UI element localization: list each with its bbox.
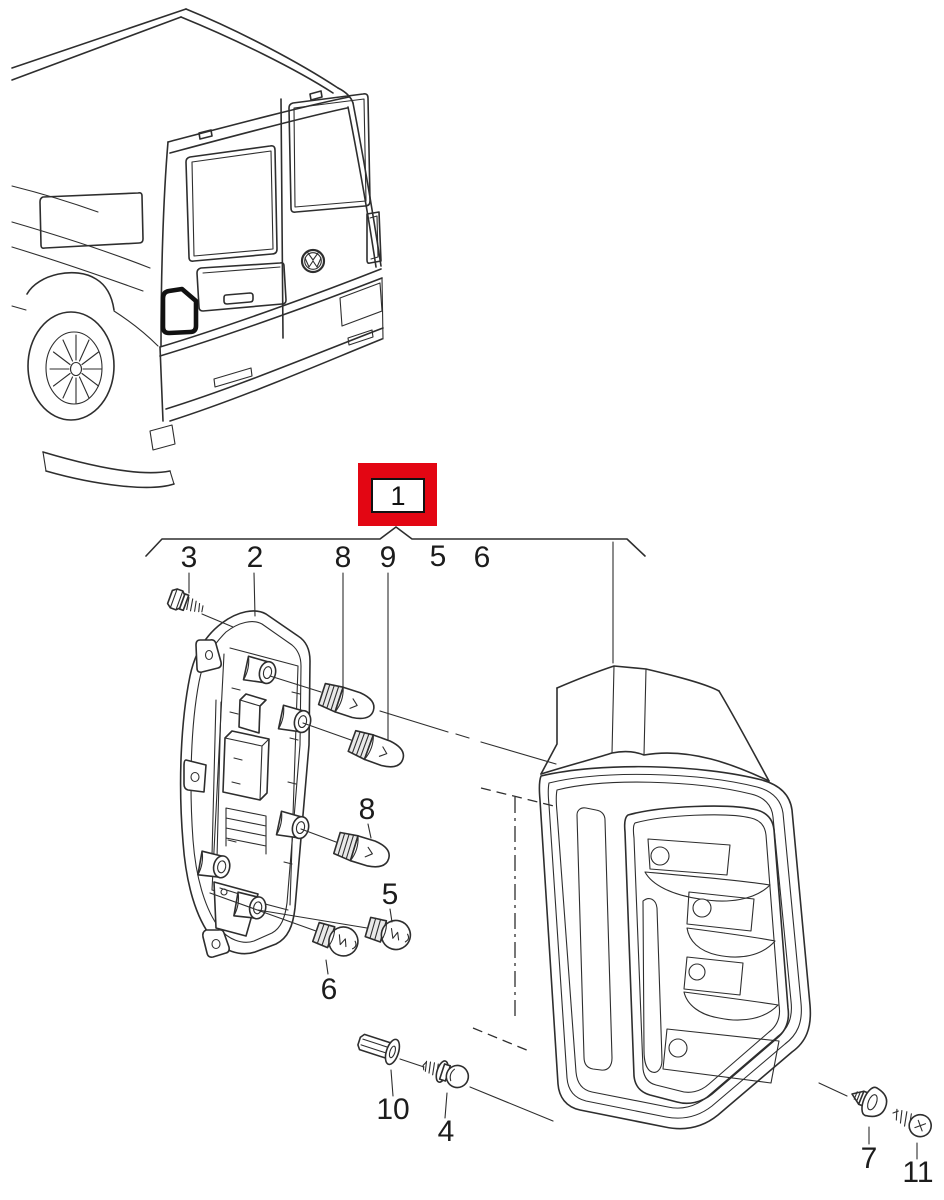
fastener-tapping-screw-11 — [892, 1108, 932, 1160]
left-door-window — [185, 145, 278, 262]
fastener-expanding-nut-10 — [357, 1033, 425, 1068]
bulb-axis-lines — [209, 675, 557, 932]
callout-9[interactable]: 9 — [380, 541, 397, 574]
van-rear-illustration — [11, 8, 384, 489]
bulb-ball-5 — [363, 912, 415, 954]
fastener-screw-3 — [166, 588, 234, 628]
callout-tapping-screw[interactable]: 11 — [902, 1156, 933, 1189]
callout-8[interactable]: 8 — [335, 541, 352, 574]
van-rear-wheel — [27, 311, 115, 421]
bulb-ball-6 — [310, 917, 363, 961]
callout-6[interactable]: 6 — [474, 541, 491, 574]
fastener-grommet-7 — [818, 1082, 888, 1145]
vw-logo-icon — [300, 248, 326, 274]
callout-bulb-mid[interactable]: 8 — [359, 793, 376, 826]
group-callout-label[interactable]: 1 — [390, 481, 405, 511]
callout-bulb-lower[interactable]: 5 — [382, 878, 399, 911]
callout-grommet[interactable]: 7 — [861, 1142, 878, 1175]
group-callout: 1 — [145, 463, 646, 664]
tail-lamp-illustration — [538, 665, 812, 1130]
mounting-plane-dashes — [472, 787, 555, 1052]
top-row-callouts: 3 2 8 9 5 6 — [181, 540, 491, 750]
callout-bracket — [145, 526, 646, 557]
callout-5[interactable]: 5 — [430, 540, 447, 573]
van-body — [11, 8, 384, 489]
fastener-ball-screw-4 — [422, 1060, 554, 1122]
callout-2[interactable]: 2 — [247, 541, 264, 574]
bulb-carrier-illustration — [179, 610, 314, 958]
van-taillight-highlight — [160, 286, 199, 336]
bulb-wedge-9 — [346, 727, 408, 773]
callout-3[interactable]: 3 — [181, 541, 198, 574]
bulb-wedge-upper — [317, 680, 379, 724]
callout-bulb-bottom[interactable]: 6 — [321, 973, 338, 1006]
right-door-window — [288, 93, 371, 213]
bulb-wedge-mid — [332, 829, 394, 873]
callout-expanding-nut[interactable]: 10 — [376, 1093, 409, 1126]
callout-ball-screw[interactable]: 4 — [438, 1115, 455, 1148]
